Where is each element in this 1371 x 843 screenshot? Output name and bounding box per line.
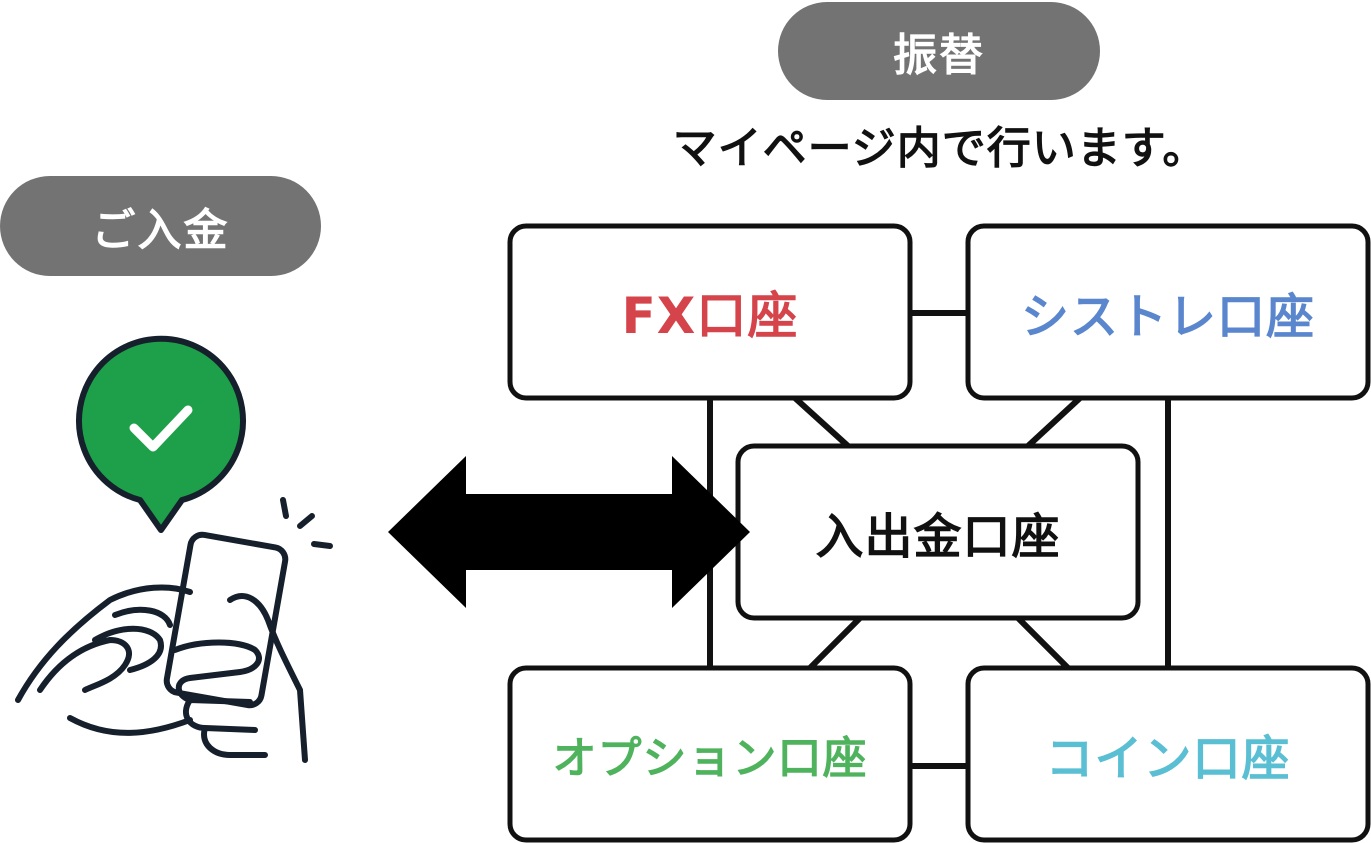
transfer-pill: 振替 xyxy=(778,2,1100,100)
systre-account-label: シストレ口座 xyxy=(1020,289,1315,345)
deposit-pill: ご入金 xyxy=(0,176,321,276)
center-account-label: 入出金口座 xyxy=(815,509,1061,565)
systre-account-box xyxy=(965,223,1371,401)
transfer-note: マイページ内で行います。 xyxy=(672,123,1208,174)
fx-account-box xyxy=(507,223,913,401)
right-hand xyxy=(172,593,308,763)
left-hand xyxy=(15,584,193,736)
fx-account-label: FX口座 xyxy=(621,287,799,345)
connector-coin-center xyxy=(1015,615,1071,671)
connector-fx-center xyxy=(792,395,851,449)
option-account-box xyxy=(507,665,913,843)
double-arrow-icon xyxy=(388,456,750,608)
connector-option-center xyxy=(807,615,863,671)
option-account-label: オプション口座 xyxy=(552,733,868,784)
connector-systre-center xyxy=(1025,395,1083,449)
coin-account-box xyxy=(965,665,1371,843)
check-mark xyxy=(129,405,193,452)
coin-account-label: コイン口座 xyxy=(1045,731,1291,787)
phone-with-check-icon xyxy=(15,335,333,763)
